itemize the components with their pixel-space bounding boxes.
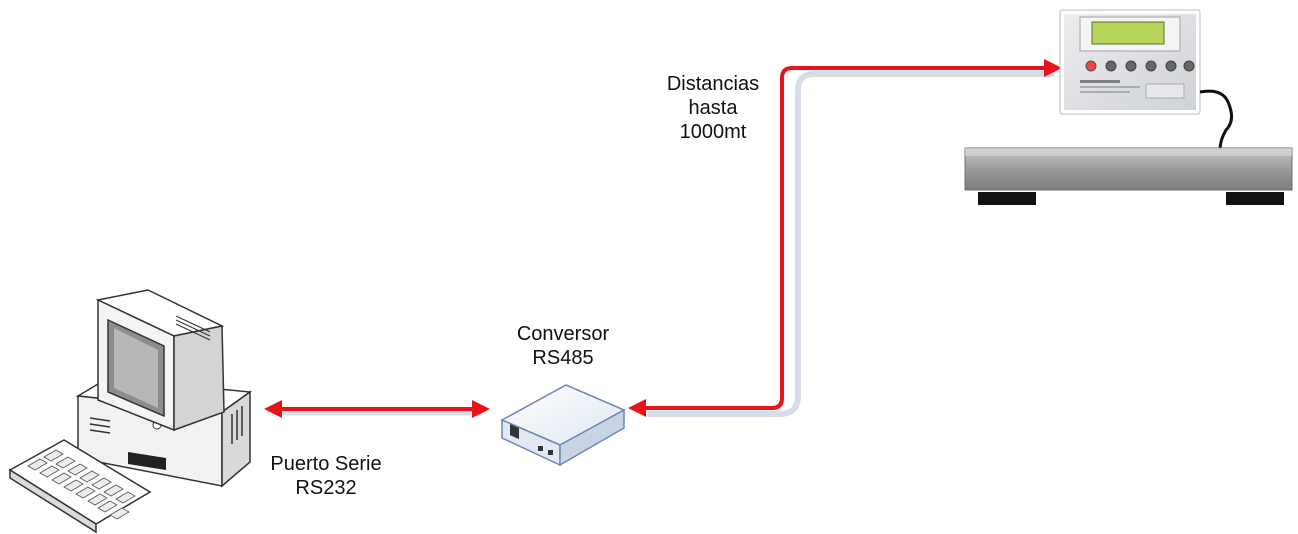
platform-scale-icon: [964, 147, 1293, 205]
keyboard-keys: [27, 449, 136, 520]
converter-label-line-1: Conversor: [516, 323, 610, 345]
distance-label: Distancias hasta 1000mt: [652, 72, 774, 144]
distance-label-line-2: hasta: [688, 97, 738, 119]
serial-port-label-line-2: RS232: [295, 477, 357, 499]
distance-label-line-1: Distancias: [666, 73, 760, 95]
tower-vents: [89, 406, 243, 444]
serial-link-arrow: [264, 400, 490, 418]
distance-label-line-3: 1000mt: [679, 121, 747, 143]
serial-port-label-line-1: Puerto Serie: [270, 453, 382, 475]
converter-label-line-2: RS485: [532, 347, 594, 369]
indicator-keypad: [1085, 60, 1195, 72]
scale-cable: [1199, 89, 1233, 151]
converter-label: Conversor RS485: [498, 322, 628, 370]
serial-port-label: Puerto Serie RS232: [248, 452, 404, 500]
rs485-converter-box-icon: [500, 384, 626, 467]
desktop-computer-icon: [8, 289, 253, 534]
weighing-indicator-icon: [1059, 9, 1201, 115]
rs485-link-arrow: [628, 59, 1062, 417]
